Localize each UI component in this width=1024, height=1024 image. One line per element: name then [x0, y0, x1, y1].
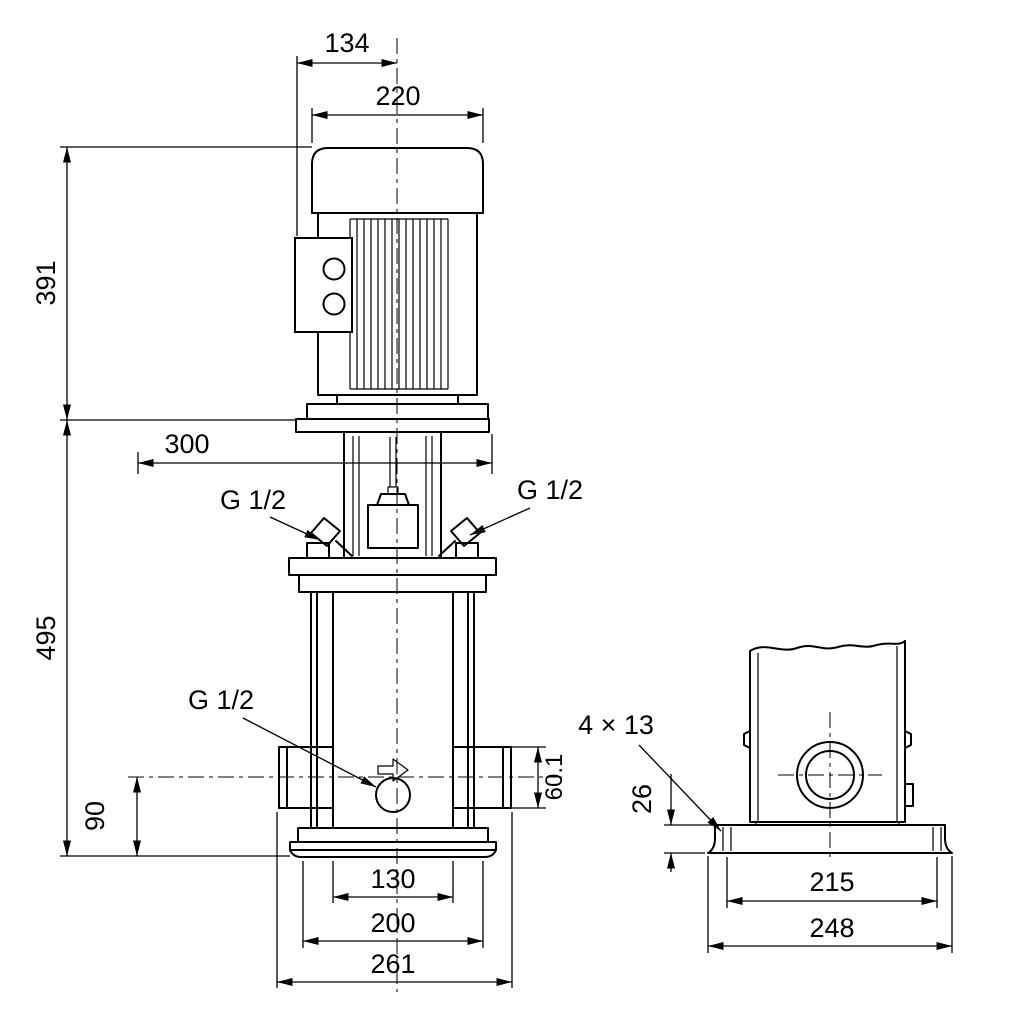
dim-215-label: 215 [809, 867, 854, 897]
dim-200: 200 [302, 861, 484, 948]
port-crosshair-centerlines [778, 712, 882, 862]
cable-entry-top [322, 257, 346, 281]
side-tab [904, 783, 914, 807]
pump-sleeve [310, 591, 475, 829]
dim-90-label: 90 [80, 801, 110, 831]
suction-port-flange [278, 746, 334, 809]
dim-300: 300 [137, 429, 493, 474]
dim-220: 220 [311, 81, 484, 143]
sleeve-walls [332, 591, 454, 829]
dim-134: 134 [296, 28, 397, 236]
side-port [778, 712, 882, 862]
shaft-cap [387, 486, 399, 495]
base-foot [289, 849, 497, 858]
dim-391: 391 [31, 146, 312, 421]
dim-261: 261 [276, 812, 513, 988]
motor [311, 147, 484, 396]
motor-neck [336, 394, 459, 405]
vent-plug-right [438, 517, 481, 557]
label-g12-drain: G 1/2 [188, 685, 377, 788]
leader-line [469, 507, 531, 536]
leader-line [638, 744, 722, 832]
flow-direction-arrow [377, 758, 409, 782]
coupling-guards [352, 436, 433, 556]
bolt-holes-label: 4 × 13 [578, 710, 654, 740]
cable-entry-bottom [322, 292, 346, 316]
centerlines [128, 38, 562, 992]
dim-130-label: 130 [370, 864, 415, 894]
lantern-outline [343, 431, 442, 559]
dim-215: 215 [726, 857, 938, 908]
pump-head-flange-step [298, 574, 487, 593]
dim-60-1-label: 60.1 [541, 754, 568, 801]
terminal-box [294, 237, 353, 333]
g12-drain-label: G 1/2 [188, 685, 254, 715]
dim-495-label: 495 [31, 615, 61, 660]
clamp-lugs [743, 730, 912, 749]
g12-top-right-label: G 1/2 [517, 475, 583, 505]
label-bolt-holes: 4 × 13 [578, 710, 722, 832]
dim-130: 130 [332, 861, 454, 903]
dim-495: 495 [31, 420, 290, 857]
coupling [367, 504, 419, 549]
base-mid [289, 841, 497, 851]
base-plate [707, 824, 953, 854]
dim-220-label: 220 [375, 81, 420, 111]
shaft [389, 437, 397, 487]
base-upper [297, 827, 489, 843]
extension-line [60, 146, 312, 421]
pump-head-flange [288, 557, 497, 576]
body-outline [749, 640, 906, 823]
discharge-port [452, 746, 512, 809]
label-g12-top-right: G 1/2 [469, 475, 583, 536]
label-g12-top-left: G 1/2 [220, 485, 321, 541]
dim-26: 26 [627, 774, 712, 872]
bolt-slots [722, 827, 942, 851]
front-view: 134 220 391 495 300 90 [31, 28, 583, 992]
base [289, 827, 497, 858]
flange-lower [295, 418, 490, 433]
fan-cover [311, 147, 484, 214]
g12-top-left-label: G 1/2 [220, 485, 286, 515]
dim-26-label: 26 [627, 784, 657, 814]
discharge-port-flange [452, 746, 512, 809]
drain-plug-boss [375, 777, 411, 813]
dim-90: 90 [80, 777, 141, 856]
dim-261-label: 261 [370, 949, 415, 979]
pump-head [288, 431, 497, 593]
dim-200-label: 200 [370, 908, 415, 938]
drain-plug [375, 758, 411, 813]
dim-248-label: 248 [809, 913, 854, 943]
extension-line [302, 861, 484, 948]
extension-line [707, 856, 953, 953]
shaft-seal [376, 493, 410, 506]
terminal-box-cover [294, 237, 353, 333]
dim-300-label: 300 [164, 429, 209, 459]
dim-248: 248 [707, 856, 953, 953]
motor-flange [295, 394, 490, 433]
side-view: 4 × 13 26 215 248 [578, 640, 953, 953]
flange-nut-right [455, 542, 479, 559]
dim-134-label: 134 [324, 28, 369, 58]
leader-line [269, 516, 321, 541]
side-base [707, 822, 953, 854]
break-line [749, 640, 906, 652]
foot-joints [755, 822, 900, 825]
extension-line [276, 812, 513, 988]
side-body [743, 640, 914, 823]
dim-60-1: 60.1 [511, 746, 568, 809]
inner-sleeve-lines [757, 646, 898, 822]
extension-line [664, 824, 712, 854]
vent-plug-left [310, 517, 353, 557]
suction-port [278, 746, 334, 809]
cooling-fins [349, 218, 449, 390]
dim-391-label: 391 [31, 260, 61, 305]
staybolts [310, 591, 475, 829]
leader-line [242, 717, 377, 788]
